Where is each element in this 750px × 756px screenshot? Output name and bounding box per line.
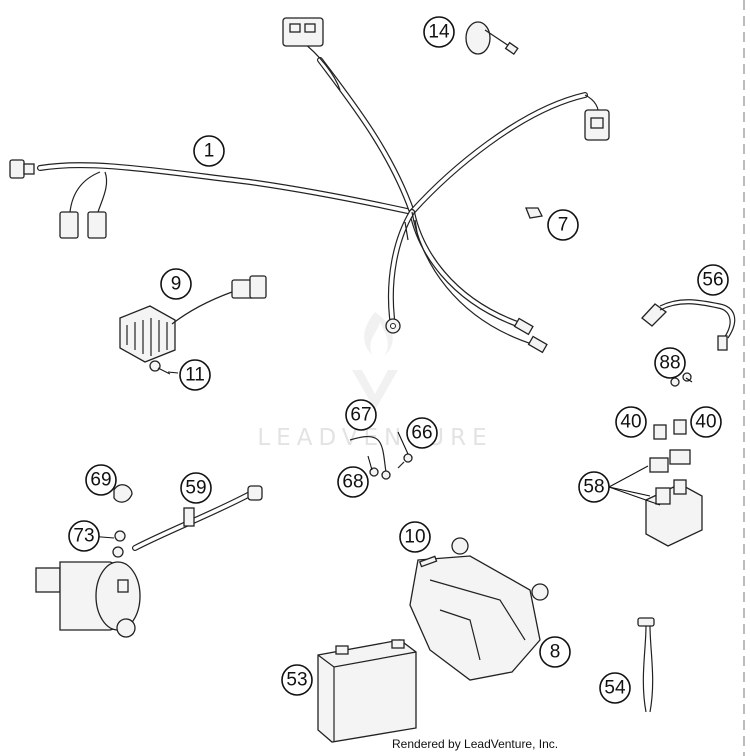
callout-88: 88 xyxy=(654,347,686,379)
callout-73: 73 xyxy=(68,520,100,552)
callout-14-label: 14 xyxy=(428,22,450,43)
credit-text: Rendered by LeadVenture, Inc. xyxy=(392,737,559,751)
callout-8: 8 xyxy=(539,636,571,668)
callout-7: 7 xyxy=(547,209,579,241)
battery-cable xyxy=(641,299,736,351)
callout-10-label: 10 xyxy=(404,527,425,548)
callout-40-left-label: 40 xyxy=(620,412,641,433)
harness-ring-terminal xyxy=(385,318,401,334)
callout-9: 9 xyxy=(160,268,192,300)
callout-66: 66 xyxy=(406,417,438,449)
callout-66-label: 66 xyxy=(411,423,432,444)
callout-73-label: 73 xyxy=(73,526,94,547)
callout-40-left: 40 xyxy=(615,406,647,438)
callout-54-label: 54 xyxy=(604,678,626,699)
callout-69: 69 xyxy=(85,464,117,496)
flame-logo-icon xyxy=(352,312,398,410)
harness-connector-left xyxy=(9,159,35,179)
callout-68-label: 68 xyxy=(342,472,363,493)
starter-relay xyxy=(645,449,703,547)
callout-59: 59 xyxy=(180,472,212,504)
leader-lines xyxy=(88,371,693,539)
holder-screw-10 xyxy=(418,555,438,568)
callout-53: 53 xyxy=(281,664,313,696)
callout-1-label: 1 xyxy=(204,141,215,162)
voltage-regulator xyxy=(119,275,267,363)
callout-69-label: 69 xyxy=(90,470,111,491)
battery-holder xyxy=(409,537,549,681)
callout-1: 1 xyxy=(193,135,225,167)
callout-40-right: 40 xyxy=(690,406,722,438)
terminal-nut xyxy=(112,530,126,558)
leadventure-watermark: LEADVENTURE xyxy=(257,312,492,451)
terminal-cap xyxy=(113,484,133,503)
callout-11-label: 11 xyxy=(185,365,205,386)
battery xyxy=(317,639,417,743)
starter-motor xyxy=(35,561,141,638)
callout-56-label: 56 xyxy=(702,270,723,291)
callout-54: 54 xyxy=(599,672,631,704)
cable-screw-88 xyxy=(670,372,692,387)
callout-11: 11 xyxy=(179,359,211,391)
callout-59-label: 59 xyxy=(185,478,206,499)
ground-screw-66 xyxy=(397,453,413,469)
battery-strap xyxy=(637,617,655,713)
callout-9-label: 9 xyxy=(171,274,182,295)
harness-spade-terminal-b xyxy=(527,335,548,354)
callout-67: 67 xyxy=(345,399,377,431)
fuse-right xyxy=(673,419,687,435)
callout-7-label: 7 xyxy=(558,215,569,236)
callout-40-right-label: 40 xyxy=(695,412,716,433)
callout-68: 68 xyxy=(337,466,369,498)
wire-clip xyxy=(525,207,543,219)
harness-connector-top xyxy=(282,17,324,47)
watermark-text: LEADVENTURE xyxy=(257,425,492,451)
fuse-left xyxy=(653,424,667,440)
harness-terminal-b xyxy=(87,211,107,239)
ground-wire xyxy=(349,435,391,480)
callout-88-label: 88 xyxy=(659,353,680,374)
callout-8-label: 8 xyxy=(550,642,561,663)
callout-14: 14 xyxy=(423,16,455,48)
callout-58: 58 xyxy=(578,471,610,503)
harness-terminal-a xyxy=(59,211,79,239)
callout-10: 10 xyxy=(399,521,431,553)
callout-58-label: 58 xyxy=(583,477,604,498)
starter-cable xyxy=(132,485,263,551)
cable-tie xyxy=(465,21,519,56)
harness-spade-terminal-a xyxy=(513,317,534,336)
regulator-screw xyxy=(149,360,171,375)
callout-56: 56 xyxy=(697,264,729,296)
wiring-harness xyxy=(37,39,600,346)
callout-67-label: 67 xyxy=(350,405,371,426)
harness-connector-right xyxy=(584,109,610,141)
page-edge-bar xyxy=(743,0,745,756)
callout-53-label: 53 xyxy=(286,670,307,691)
